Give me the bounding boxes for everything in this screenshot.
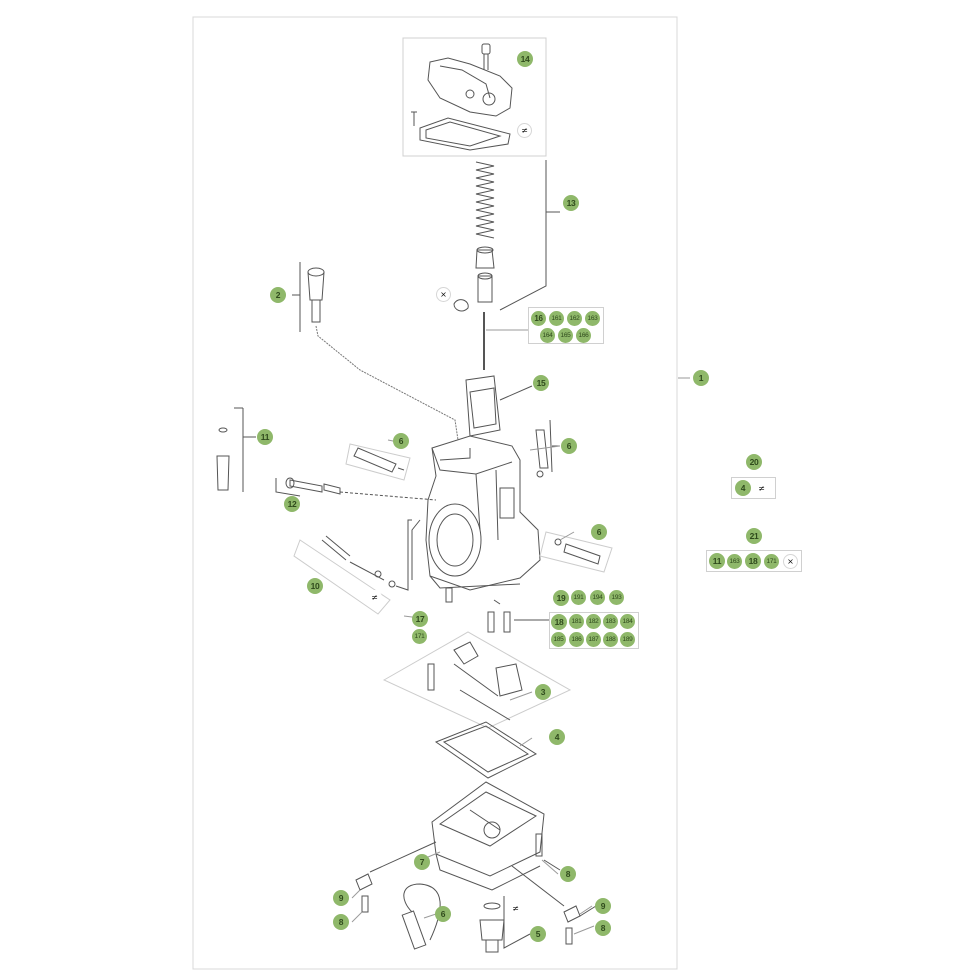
callout-171[interactable]: 171 [412, 629, 427, 644]
callout-4[interactable]: 4 [549, 729, 565, 745]
callout-181[interactable]: 181 [569, 614, 584, 629]
callout-8-left[interactable]: 8 [333, 914, 349, 930]
callout-8-right-upper[interactable]: 8 [560, 866, 576, 882]
callout-2[interactable]: 2 [270, 287, 286, 303]
air-screw-part [292, 262, 459, 441]
pilot-jet-part [345, 443, 411, 481]
callout-14[interactable]: 14 [517, 51, 533, 67]
callout-6-hose[interactable]: 6 [435, 906, 451, 922]
top-group-frame [402, 37, 547, 157]
needle-jet-part [293, 519, 412, 615]
callout-166[interactable]: 166 [576, 328, 591, 343]
float-bowl-part [431, 781, 545, 891]
not-equal-symbol: ≠ [508, 901, 523, 916]
adjust-screw-part [275, 477, 437, 501]
times-symbol: × [436, 287, 451, 302]
callout-18[interactable]: 18 [551, 614, 567, 630]
idle-screw-part [216, 407, 256, 492]
carburetor-body-part [411, 435, 541, 591]
callout-186[interactable]: 186 [569, 632, 584, 647]
callout-7[interactable]: 7 [414, 854, 430, 870]
callout-161[interactable]: 161 [549, 311, 564, 326]
callout-163[interactable]: 163 [585, 311, 600, 326]
callout-3[interactable]: 3 [535, 684, 551, 700]
main-jet-part [539, 531, 613, 573]
slide-part [465, 375, 533, 437]
callout-184[interactable]: 184 [620, 614, 635, 629]
callout-13[interactable]: 13 [563, 195, 579, 211]
callout-12[interactable]: 12 [284, 496, 300, 512]
callout-187[interactable]: 187 [586, 632, 601, 647]
callout-21-item-18[interactable]: 18 [745, 553, 761, 569]
callout-6-choke[interactable]: 6 [561, 438, 577, 454]
callout-19[interactable]: 19 [553, 590, 569, 606]
callout-10[interactable]: 10 [307, 578, 323, 594]
callout-6-pilot-jet[interactable]: 6 [393, 433, 409, 449]
callout-164[interactable]: 164 [540, 328, 555, 343]
callout-8-right-lower[interactable]: 8 [595, 920, 611, 936]
callout-188[interactable]: 188 [603, 632, 618, 647]
times-symbol: × [783, 554, 798, 569]
callout-165[interactable]: 165 [558, 328, 573, 343]
callout-185[interactable]: 185 [551, 632, 566, 647]
callout-15[interactable]: 15 [533, 375, 549, 391]
callout-21-item-11[interactable]: 11 [709, 553, 725, 569]
callout-194[interactable]: 194 [590, 590, 605, 605]
callout-9-left[interactable]: 9 [333, 890, 349, 906]
callout-182[interactable]: 182 [586, 614, 601, 629]
callout-21-item-163[interactable]: 163 [727, 554, 742, 569]
callout-162[interactable]: 162 [567, 311, 582, 326]
callout-189[interactable]: 189 [620, 632, 635, 647]
main-frame [192, 16, 678, 970]
callout-9-right[interactable]: 9 [595, 898, 611, 914]
throttle-cap-part [411, 43, 513, 151]
not-equal-symbol: ≠ [517, 123, 532, 138]
not-equal-symbol: ≠ [754, 481, 769, 496]
callout-16[interactable]: 16 [531, 311, 546, 326]
leader-lines [351, 317, 690, 935]
callout-20-item-4[interactable]: 4 [735, 480, 751, 496]
callout-21-item-171[interactable]: 171 [764, 554, 779, 569]
callout-5[interactable]: 5 [530, 926, 546, 942]
callout-11[interactable]: 11 [257, 429, 273, 445]
callout-21[interactable]: 21 [746, 528, 762, 544]
drain-plug-part [479, 896, 531, 953]
callout-191[interactable]: 191 [571, 590, 586, 605]
choke-tube-part [535, 419, 560, 478]
not-equal-symbol: ≠ [367, 590, 382, 605]
jet-holder-part [445, 587, 550, 633]
callout-17[interactable]: 17 [412, 611, 428, 627]
callout-20[interactable]: 20 [746, 454, 762, 470]
float-assembly-part [382, 631, 572, 729]
callout-6-main-jet[interactable]: 6 [591, 524, 607, 540]
float-bowl-gasket-part [434, 721, 538, 779]
spring-part [453, 160, 560, 312]
callout-183[interactable]: 183 [603, 614, 618, 629]
bowl-screws-part [355, 833, 597, 945]
callout-1[interactable]: 1 [693, 370, 709, 386]
callout-193[interactable]: 193 [609, 590, 624, 605]
